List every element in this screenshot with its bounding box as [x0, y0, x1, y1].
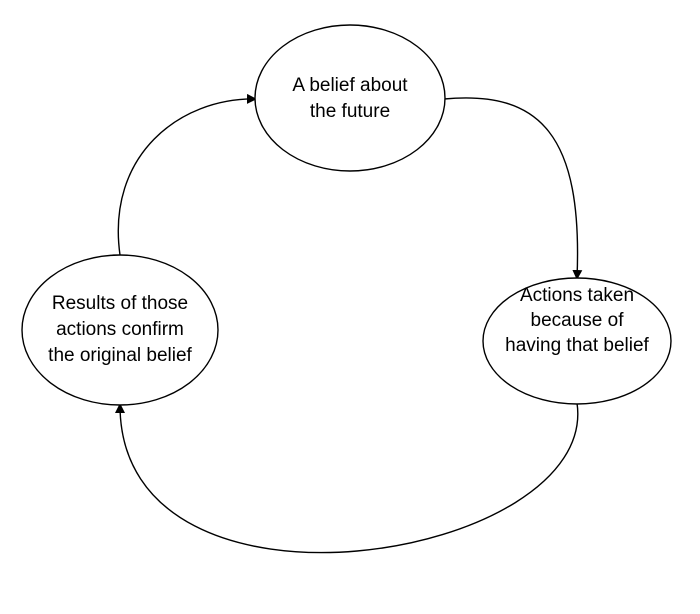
node-right-line-1: Actions taken [520, 285, 634, 306]
node-results-confirm-belief: Results of those actions confirm the ori… [21, 254, 219, 406]
node-left-line-3: the original belief [48, 345, 192, 366]
node-right-line-2: because of [531, 310, 625, 331]
edge-left-to-top [117, 93, 257, 256]
node-left-line-1: Results of those [52, 293, 188, 314]
node-right-line-3: having that belief [505, 335, 649, 356]
node-actions-taken: Actions taken because of having that bel… [482, 277, 672, 405]
edge-top-to-right [443, 97, 583, 280]
node-ellipse-top [254, 24, 446, 172]
node-ellipse-left [21, 254, 219, 406]
node-belief-about-future: A belief about the future [254, 24, 446, 172]
node-left-line-2: actions confirm [56, 319, 184, 340]
node-top-line-2: the future [310, 101, 390, 122]
edge-right-to-left [115, 402, 579, 554]
node-ellipse-right [482, 277, 672, 405]
node-top-line-1: A belief about [292, 75, 408, 96]
